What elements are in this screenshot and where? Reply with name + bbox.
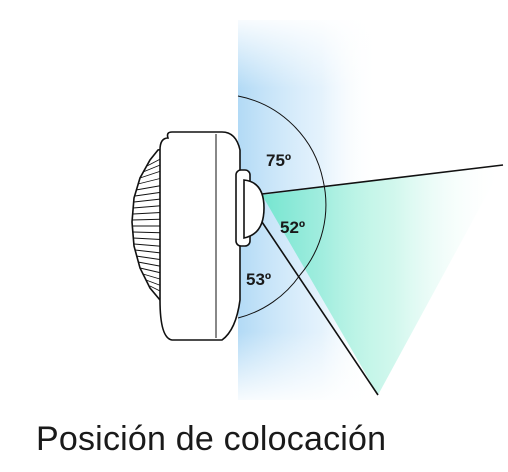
cone-lower-line (261, 221, 379, 396)
angle-arc (299, 179, 327, 276)
sensor-device (131, 131, 265, 341)
angle-label-middle: 52º (280, 218, 305, 237)
angle-arc (237, 274, 301, 319)
cone-upper-line (261, 164, 504, 195)
coverage-zone (262, 165, 503, 395)
sensor-lens (243, 179, 265, 239)
diagram-caption: Posición de colocación (36, 420, 387, 458)
angle-label-upper: 75º (266, 151, 291, 170)
angle-arc (237, 95, 324, 181)
angle-label-lower: 53º (246, 270, 271, 289)
sensor-body (159, 131, 241, 341)
